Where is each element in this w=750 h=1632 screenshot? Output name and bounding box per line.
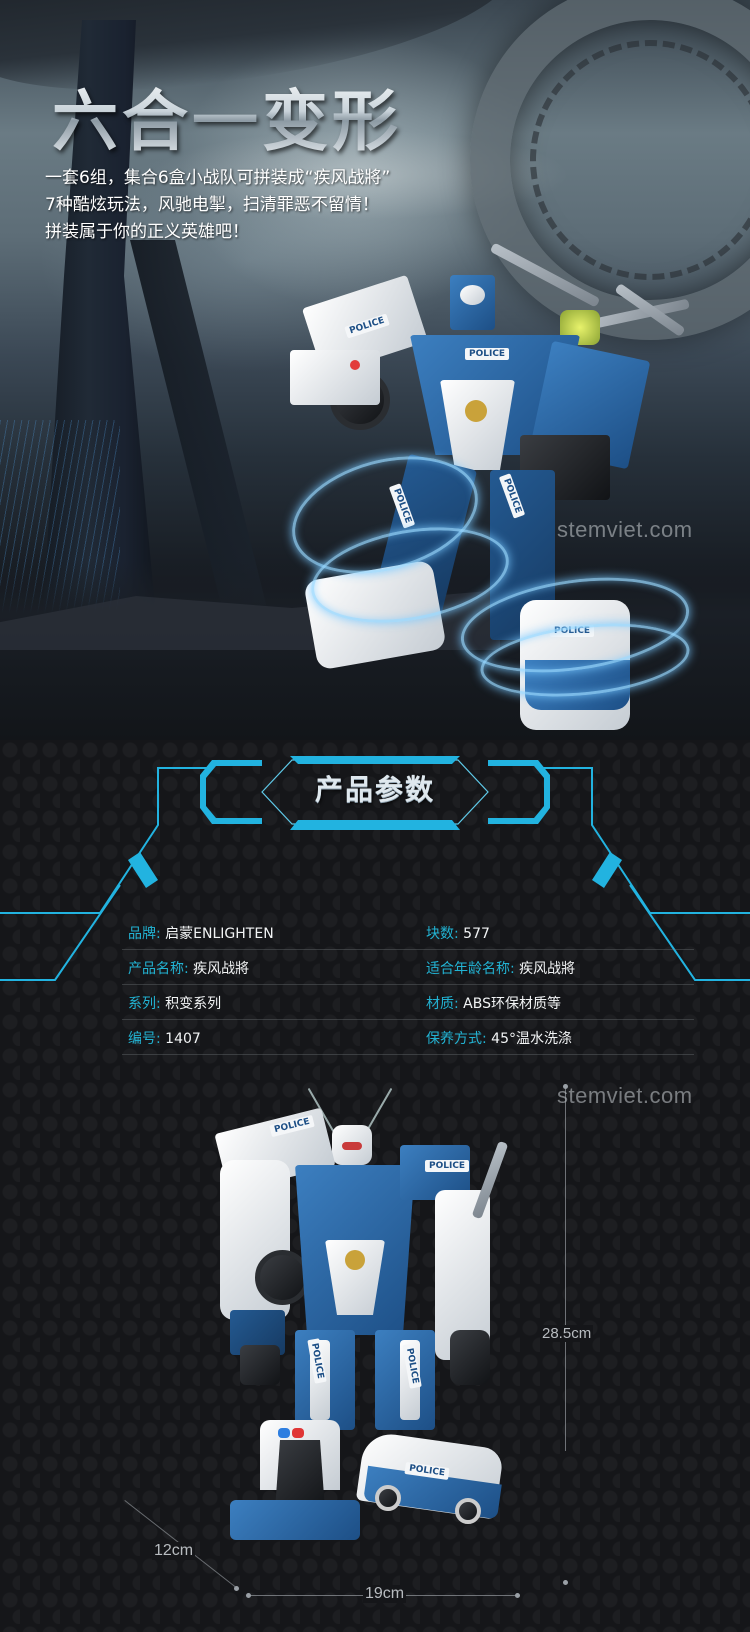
antenna xyxy=(365,1087,393,1133)
badge-icon xyxy=(345,1250,365,1270)
rotor-blade xyxy=(471,1140,509,1220)
hero-description-line: 拼装属于你的正义英雄吧！ xyxy=(45,222,249,242)
car-wheel xyxy=(455,1498,481,1524)
watermark: stemviet.com xyxy=(557,1083,693,1108)
spec-value: 疾风战將 xyxy=(193,961,250,977)
dimension-endpoint xyxy=(246,1593,251,1598)
hero-title: 六合一变形 xyxy=(52,68,402,164)
police-decal: POLICE xyxy=(550,625,595,637)
red-light xyxy=(350,360,360,370)
spec-label: 块数: xyxy=(426,926,459,942)
spec-care-method: 保养方式: 45°温水洗涤 xyxy=(426,1028,572,1048)
spec-row: 编号: 1407 保养方式: 45°温水洗涤 xyxy=(122,1020,694,1055)
hero-description-line: 7种酷炫玩法，风驰电掣，扫清罪恶不留情！ xyxy=(45,195,379,215)
dimension-endpoint xyxy=(515,1593,520,1598)
siren-blue xyxy=(278,1428,290,1438)
tech-frame-decoration xyxy=(0,756,750,981)
spec-value: 疾风战將 xyxy=(519,961,576,977)
spec-label: 系列: xyxy=(128,996,161,1012)
siren-red xyxy=(292,1428,304,1438)
hero-description: 一套6组，集合6盒小战队可拼装成“疾风战將” 7种酷炫玩法，风驰电掣，扫清罪恶不… xyxy=(45,165,465,246)
robot-face xyxy=(460,285,485,305)
chest-plate xyxy=(440,380,515,470)
params-title: 产品参数 xyxy=(314,773,435,806)
spec-value: 启蒙ENLIGHTEN xyxy=(165,926,274,942)
rotor-blade xyxy=(489,242,601,308)
dimension-endpoint xyxy=(563,1580,568,1585)
height-dimension-label: 28.5cm xyxy=(540,1325,594,1342)
width-dimension-label: 19cm xyxy=(363,1585,407,1603)
spec-row: 品牌: 启蒙ENLIGHTEN 块数: 577 xyxy=(122,915,694,950)
spec-value: 1407 xyxy=(165,1031,201,1047)
robot-visor xyxy=(342,1142,362,1150)
spec-label: 材质: xyxy=(426,996,459,1012)
spec-table: 品牌: 启蒙ENLIGHTEN 块数: 577 产品名称: 疾风战將 适合年龄名… xyxy=(122,915,694,1055)
spec-value: 577 xyxy=(463,926,490,942)
depth-dimension-label: 12cm xyxy=(152,1542,196,1560)
spec-label: 产品名称: xyxy=(128,961,189,977)
spec-label: 保养方式: xyxy=(426,1031,487,1047)
spec-value: 45°温水洗涤 xyxy=(491,1031,572,1047)
police-decal: POLICE xyxy=(425,1160,470,1172)
spec-row: 产品名称: 疾风战將 适合年龄名称: 疾风战將 xyxy=(122,950,694,985)
spec-age-name: 适合年龄名称: 疾风战將 xyxy=(426,958,575,978)
dimension-endpoint xyxy=(563,1084,568,1089)
left-foot-base xyxy=(230,1500,360,1540)
badge-icon xyxy=(465,400,487,422)
left-foot-window xyxy=(275,1440,325,1510)
spec-product-name: 产品名称: 疾风战將 xyxy=(128,958,249,978)
spec-material: 材质: ABS环保材质等 xyxy=(426,993,561,1013)
robot-action-image: POLICE POLICE POLICE POLICE POLICE xyxy=(279,240,710,740)
spec-label: 适合年龄名称: xyxy=(426,961,515,977)
spec-value: ABS环保材质等 xyxy=(463,996,561,1012)
watermark: stemviet.com xyxy=(557,517,693,542)
hero-banner: 六合一变形 一套6组，集合6盒小战队可拼装成“疾风战將” 7种酷炫玩法，风驰电掣… xyxy=(0,0,750,740)
spec-model-number: 编号: 1407 xyxy=(128,1028,201,1048)
spec-row: 系列: 积变系列 材质: ABS环保材质等 xyxy=(122,985,694,1020)
left-wheel-hand xyxy=(240,1345,280,1385)
spec-piece-count: 块数: 577 xyxy=(426,923,490,943)
spec-series: 系列: 积变系列 xyxy=(128,993,221,1013)
dimension-endpoint xyxy=(234,1586,239,1591)
spec-label: 编号: xyxy=(128,1031,161,1047)
height-dimension-line xyxy=(565,1087,566,1451)
spec-value: 积变系列 xyxy=(165,996,222,1012)
spec-label: 品牌: xyxy=(128,926,161,942)
right-claw xyxy=(450,1330,490,1385)
left-arm xyxy=(290,350,380,405)
robot-standing-image: POLICE POLICE POLICE POLICE POLICE xyxy=(200,1080,520,1560)
spec-brand: 品牌: 启蒙ENLIGHTEN xyxy=(128,923,274,943)
hero-description-line: 一套6组，集合6盒小战队可拼装成“疾风战將” xyxy=(45,168,391,188)
police-decal: POLICE xyxy=(465,348,510,360)
right-foot-trim xyxy=(525,660,630,710)
car-wheel xyxy=(375,1485,401,1511)
